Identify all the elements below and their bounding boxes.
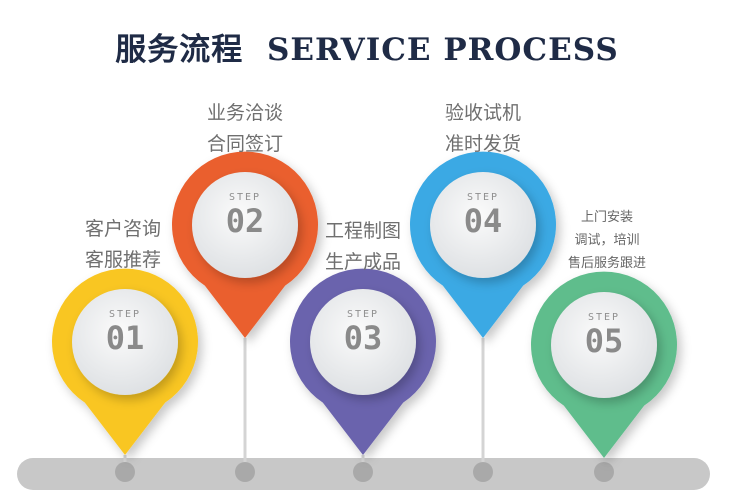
step-label: STEP bbox=[346, 309, 380, 320]
step-number: 03 bbox=[343, 319, 383, 357]
description-line: 生产成品 bbox=[324, 251, 401, 273]
step-description: 验收试机准时发货 bbox=[428, 98, 538, 160]
description-line: 业务洽谈 bbox=[206, 102, 283, 124]
description-line: 工程制图 bbox=[324, 220, 401, 242]
description-line: 售后服务跟进 bbox=[567, 256, 646, 271]
step-number: 04 bbox=[463, 202, 503, 240]
step-number: 01 bbox=[105, 319, 145, 357]
timeline-dot bbox=[594, 462, 614, 482]
description-line: 调试，培训 bbox=[574, 233, 640, 248]
description-line: 合同签订 bbox=[206, 133, 283, 155]
step-pin-4 bbox=[410, 151, 556, 482]
step-label: STEP bbox=[108, 309, 142, 320]
timeline-dot bbox=[235, 462, 255, 482]
description-line: 验收试机 bbox=[444, 102, 521, 124]
step-label: STEP bbox=[466, 192, 500, 203]
description-line: 客户咨询 bbox=[84, 218, 161, 240]
description-line: 准时发货 bbox=[444, 133, 521, 155]
step-number: 05 bbox=[584, 322, 624, 360]
description-line: 上门安装 bbox=[580, 210, 633, 225]
step-pin-2 bbox=[172, 151, 318, 482]
pin-inner-circle bbox=[310, 289, 416, 395]
timeline-dot bbox=[353, 462, 373, 482]
timeline-dot bbox=[473, 462, 493, 482]
pin-inner-circle bbox=[551, 292, 657, 398]
step-description: 工程制图生产成品 bbox=[308, 216, 418, 278]
title-cn: 服务流程 bbox=[115, 32, 244, 68]
step-description: 客户咨询客服推荐 bbox=[68, 214, 178, 276]
step-number: 02 bbox=[225, 202, 265, 240]
step-label: STEP bbox=[587, 312, 621, 323]
pin-inner-circle bbox=[72, 289, 178, 395]
pin-inner-circle bbox=[192, 172, 298, 278]
description-line: 客服推荐 bbox=[84, 249, 161, 271]
step-label: STEP bbox=[228, 192, 262, 203]
timeline-dot bbox=[115, 462, 135, 482]
title-en: SERVICE PROCESS bbox=[267, 32, 619, 68]
pin-inner-circle bbox=[430, 172, 536, 278]
step-pin-3 bbox=[290, 268, 436, 482]
step-pin-1 bbox=[52, 268, 199, 482]
step-pin-5 bbox=[531, 271, 677, 482]
step-description: 业务洽谈合同签订 bbox=[190, 98, 300, 160]
step-description: 上门安装调试，培训售后服务跟进 bbox=[552, 206, 662, 275]
page-title: 服务流程 SERVICE PROCESS bbox=[0, 24, 734, 69]
